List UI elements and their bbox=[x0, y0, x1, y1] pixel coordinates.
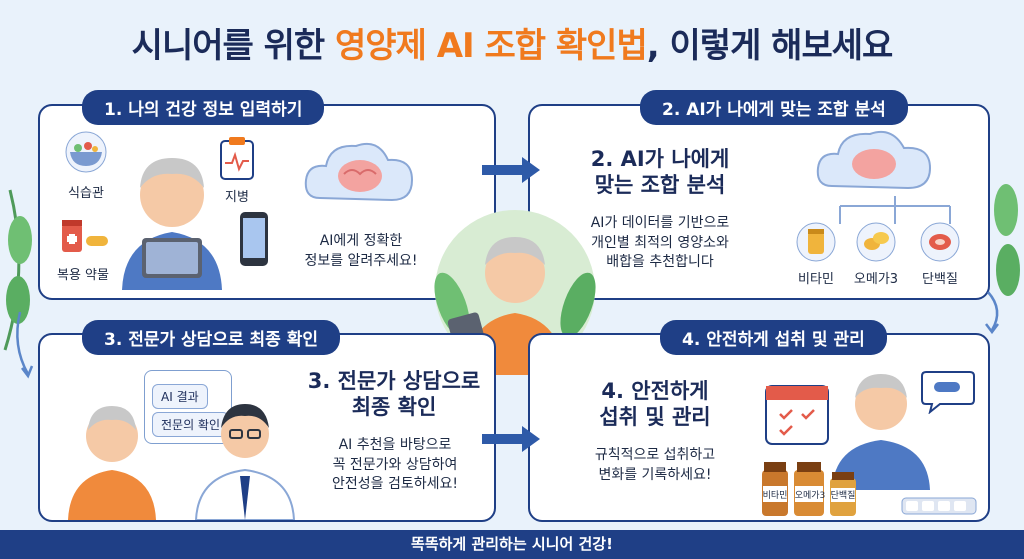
step4-heading: 4. 안전하게 섭취 및 관리 bbox=[599, 379, 711, 430]
ai-brain-cloud-icon-2 bbox=[816, 130, 932, 190]
nutrient-label-1: 비타민 bbox=[798, 272, 834, 287]
leaf-decoration-right bbox=[994, 184, 1020, 296]
arrow-step1-to-step2 bbox=[482, 157, 540, 183]
step1-pill: 1. 나의 건강 정보 입력하기 bbox=[82, 90, 325, 125]
protein-meat-icon bbox=[920, 222, 960, 262]
protein-jar-icon bbox=[830, 472, 856, 516]
smartphone-icon bbox=[240, 212, 268, 266]
senior-taking-supplements-illustration bbox=[832, 374, 930, 490]
salad-bowl-icon bbox=[65, 131, 107, 173]
nutrient-label-3: 단백질 bbox=[922, 272, 958, 287]
step4-pill: 4. 안전하게 섭취 및 관리 bbox=[660, 320, 887, 355]
arrow-step3-to-step4 bbox=[482, 426, 540, 452]
leaf-decoration-left bbox=[3, 189, 32, 351]
title-suffix: , 이렇게 해보세요 bbox=[646, 26, 894, 66]
senior-patient-illustration bbox=[68, 406, 156, 520]
step2-pill: 2. AI가 나에게 맞는 조합 분석 bbox=[640, 90, 908, 125]
clipboard-icon bbox=[220, 137, 254, 180]
jar-label-1: 비타민 bbox=[762, 491, 788, 501]
step1-body: AI에게 정확한 정보를 알려주세요! bbox=[304, 233, 418, 269]
pill-speech-bubble-icon bbox=[921, 371, 975, 414]
disease-label: 지병 bbox=[225, 190, 249, 205]
step2-panel bbox=[528, 104, 990, 300]
ai-result-tag: AI 결과 bbox=[152, 384, 208, 409]
page-title: 시니어를 위한 영양제 AI 조합 확인법, 이렇게 해보세요 bbox=[0, 18, 1024, 67]
vitamin-jar-icon bbox=[762, 462, 788, 516]
omega3-jar-icon bbox=[794, 462, 824, 516]
diet-label: 식습관 bbox=[68, 186, 104, 201]
title-accent: 영양제 AI 조합 확인법 bbox=[335, 26, 648, 66]
connector-lines bbox=[839, 196, 951, 224]
footer-banner: 똑똑하게 관리하는 시니어 건강! bbox=[0, 530, 1024, 559]
ai-brain-cloud-icon bbox=[304, 142, 414, 202]
senior-man-tablet-illustration bbox=[122, 158, 222, 290]
calendar-icon bbox=[765, 385, 829, 445]
jar-label-3: 단백질 bbox=[830, 491, 856, 501]
medicine-icon bbox=[62, 220, 108, 252]
step3-pill: 3. 전문가 상담으로 최종 확인 bbox=[82, 320, 341, 355]
arrow-left-down bbox=[16, 311, 34, 379]
nutrient-label-2: 오메가3 bbox=[853, 272, 899, 287]
doctor-check-tag: 전문의 확인 bbox=[152, 412, 230, 437]
title-prefix: 시니어를 위한 bbox=[131, 26, 336, 66]
step1-panel bbox=[38, 104, 496, 300]
step4-body: 규칙적으로 섭취하고 변화를 기록하세요! bbox=[594, 447, 716, 483]
arrow-step2-to-step4 bbox=[985, 291, 999, 334]
doctor-illustration bbox=[194, 404, 296, 520]
step3-body: AI 추천을 바탕으로 꼭 전문가와 상담하여 안전성을 검토하세요! bbox=[332, 437, 458, 493]
step2-body: AI가 데이터를 기반으로 개인별 최적의 영양소와 배합을 추천합니다 bbox=[590, 215, 730, 271]
step4-panel bbox=[528, 333, 990, 522]
omega3-capsule-icon bbox=[856, 222, 896, 262]
pill-organizer-icon bbox=[901, 497, 977, 515]
jar-label-2: 오메가3 bbox=[794, 491, 826, 501]
step3-heading: 3. 전문가 상담으로 최종 확인 bbox=[307, 369, 481, 420]
step2-heading: 2. AI가 나에게 맞는 조합 분석 bbox=[590, 147, 730, 198]
vitamin-bottle-icon bbox=[796, 222, 836, 262]
meds-label: 복용 약물 bbox=[57, 268, 109, 283]
